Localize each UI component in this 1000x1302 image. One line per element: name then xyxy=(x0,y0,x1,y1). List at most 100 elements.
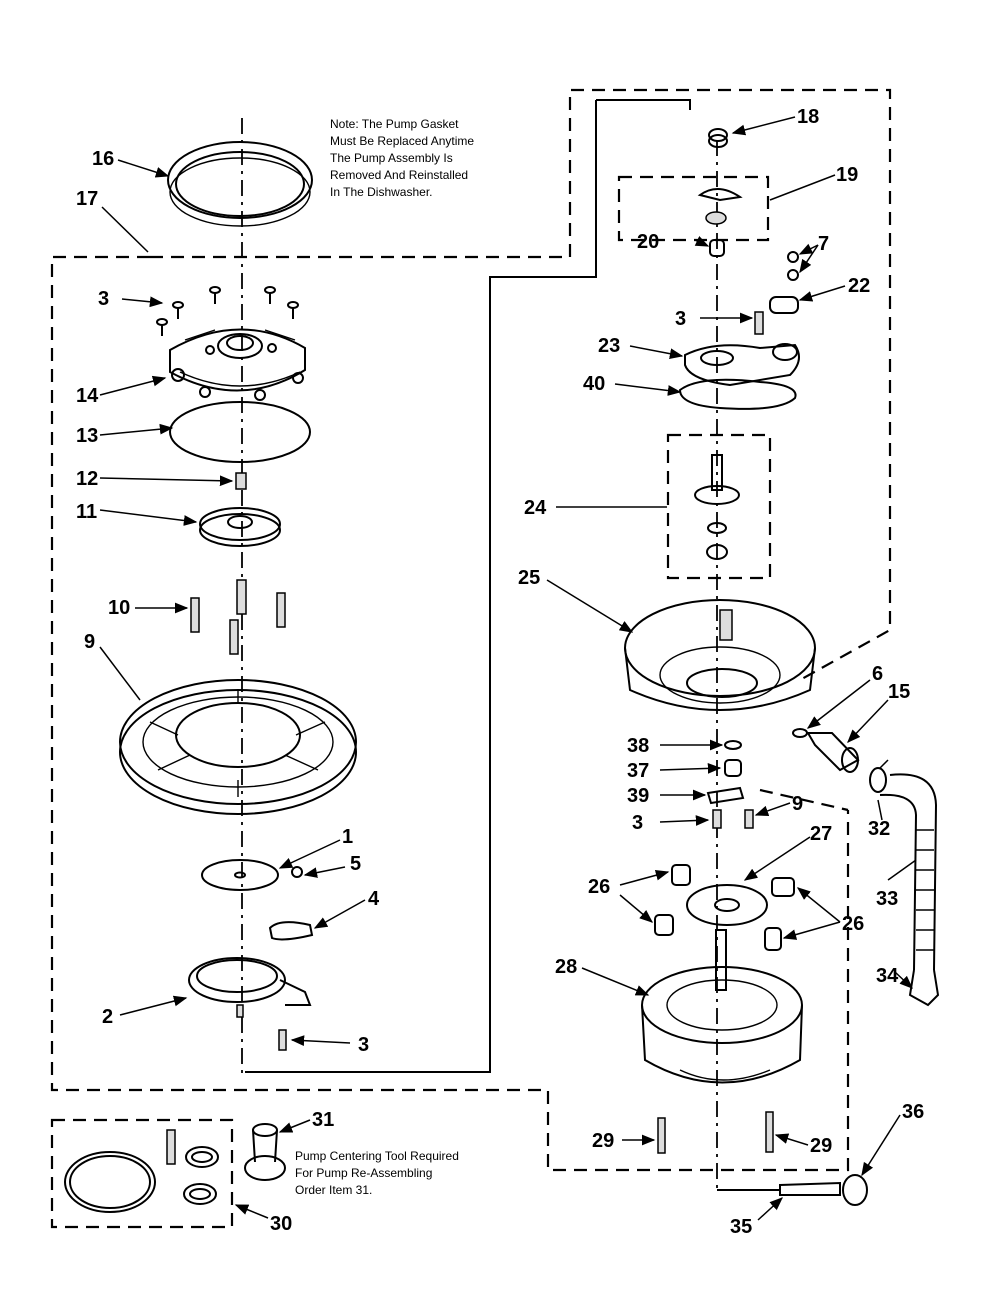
screws-3-9-right xyxy=(712,809,754,829)
callout-2: 2 xyxy=(102,1006,113,1028)
callout-38: 38 xyxy=(627,735,649,757)
callout-6: 6 xyxy=(872,663,883,685)
callout-12: 12 xyxy=(76,468,98,490)
flapper-4 xyxy=(268,921,314,941)
tool-note: Pump Centering Tool Required For Pump Re… xyxy=(295,1149,459,1197)
screws-3-top xyxy=(156,286,299,336)
callout-16: 16 xyxy=(92,148,114,170)
ball-5 xyxy=(291,866,303,878)
screw-3-lower xyxy=(278,1029,287,1051)
pump-base-9 xyxy=(119,679,357,815)
tool-note-line-3: Order Item 31. xyxy=(295,1183,372,1197)
callout-5: 5 xyxy=(350,853,361,875)
callout-22: 22 xyxy=(848,275,870,297)
callout-28: 28 xyxy=(555,956,577,978)
centering-tool-31 xyxy=(244,1123,286,1181)
washer-38 xyxy=(724,740,742,750)
tool-note-line-1: Pump Centering Tool Required xyxy=(295,1149,459,1163)
callout-27: 27 xyxy=(810,823,832,845)
callout-3-right-lower: 3 xyxy=(632,812,643,834)
kit-30-box xyxy=(50,1118,234,1229)
callout-26-right: 26 xyxy=(842,913,864,935)
assembly-17-boundary xyxy=(50,88,892,1172)
tool-note-line-2: For Pump Re-Assembling xyxy=(295,1166,432,1180)
seal-22 xyxy=(769,296,799,314)
assembly-19-parts xyxy=(697,188,743,225)
impeller-11 xyxy=(199,507,281,547)
callout-34: 34 xyxy=(876,965,899,987)
callout-32: 32 xyxy=(868,818,890,840)
seal-13 xyxy=(169,401,311,463)
callout-10: 10 xyxy=(108,597,130,619)
screws-29 xyxy=(657,1111,774,1154)
gasket-note-line-3: The Pump Assembly Is xyxy=(330,151,453,165)
callout-37: 37 xyxy=(627,760,649,782)
disc-1 xyxy=(201,859,279,891)
motor-28 xyxy=(641,929,803,1084)
callout-3-lower-left: 3 xyxy=(358,1034,369,1056)
gasket-note-line-2: Must Be Replaced Anytime xyxy=(330,134,474,148)
fitting-12 xyxy=(235,472,247,490)
gasket-note: Note: The Pump Gasket Must Be Replaced A… xyxy=(330,117,474,199)
callout-29-right: 29 xyxy=(810,1135,832,1157)
callout-13: 13 xyxy=(76,425,98,447)
callout-11: 11 xyxy=(76,501,97,523)
nut-18 xyxy=(708,128,728,148)
assembly-19-box xyxy=(617,175,770,242)
callout-14: 14 xyxy=(76,385,99,407)
mounts-26 xyxy=(654,864,795,951)
o-ring-6 xyxy=(792,728,808,738)
callout-31: 31 xyxy=(312,1109,334,1131)
callout-36: 36 xyxy=(902,1101,924,1123)
callout-9-left: 9 xyxy=(84,631,95,653)
pump-housing-outline xyxy=(245,99,691,1073)
callout-18: 18 xyxy=(797,106,819,128)
drain-end-34 xyxy=(908,969,940,1007)
callout-24: 24 xyxy=(524,497,547,519)
hose-33 xyxy=(879,773,938,971)
gasket-40 xyxy=(678,378,797,410)
clamp-32 xyxy=(869,767,887,793)
callout-3-right-top: 3 xyxy=(675,308,686,330)
retainer-2 xyxy=(188,957,312,1018)
gasket-note-line-5: In The Dishwasher. xyxy=(330,185,433,199)
plate-27 xyxy=(686,884,768,926)
kit-30-contents xyxy=(64,1129,219,1213)
callout-3-top: 3 xyxy=(98,288,109,310)
callout-17: 17 xyxy=(76,188,98,210)
callout-23: 23 xyxy=(598,335,620,357)
callout-35: 35 xyxy=(730,1216,752,1238)
spring-39 xyxy=(706,786,745,805)
balls-7 xyxy=(787,251,799,281)
gasket-note-line-4: Removed And Reinstalled xyxy=(330,168,468,182)
connector-15 xyxy=(806,732,860,773)
bushing-37 xyxy=(724,759,742,777)
callout-30: 30 xyxy=(270,1213,292,1235)
bushing-20 xyxy=(709,239,725,257)
callout-25: 25 xyxy=(518,567,540,589)
callout-19: 19 xyxy=(836,164,858,186)
gasket-note-line-1: Note: The Pump Gasket xyxy=(330,117,459,131)
callout-9-right: 9 xyxy=(792,793,803,815)
callout-7: 7 xyxy=(818,233,829,255)
pump-cover-14 xyxy=(169,328,306,401)
assembly-24-parts xyxy=(694,454,740,560)
pump-gasket-16 xyxy=(167,141,313,227)
callout-29-left: 29 xyxy=(592,1130,614,1152)
callout-40: 40 xyxy=(583,373,605,395)
assembly-24-box xyxy=(666,433,772,580)
leader-lines xyxy=(99,116,917,1221)
callout-1: 1 xyxy=(342,826,353,848)
callout-20: 20 xyxy=(637,231,659,253)
callout-15: 15 xyxy=(888,681,910,703)
housing-23 xyxy=(684,343,800,387)
screw-3-right-top xyxy=(754,311,764,335)
pump-housing-25 xyxy=(624,599,816,711)
callout-4: 4 xyxy=(368,888,380,910)
hose-assembly-35-36 xyxy=(717,1174,868,1206)
callout-numbers: 16 17 3 14 13 12 11 10 9 1 5 4 2 3 31 30… xyxy=(76,106,924,1238)
callout-26-left: 26 xyxy=(588,876,610,898)
callout-33: 33 xyxy=(876,888,898,910)
callout-39: 39 xyxy=(627,785,649,807)
